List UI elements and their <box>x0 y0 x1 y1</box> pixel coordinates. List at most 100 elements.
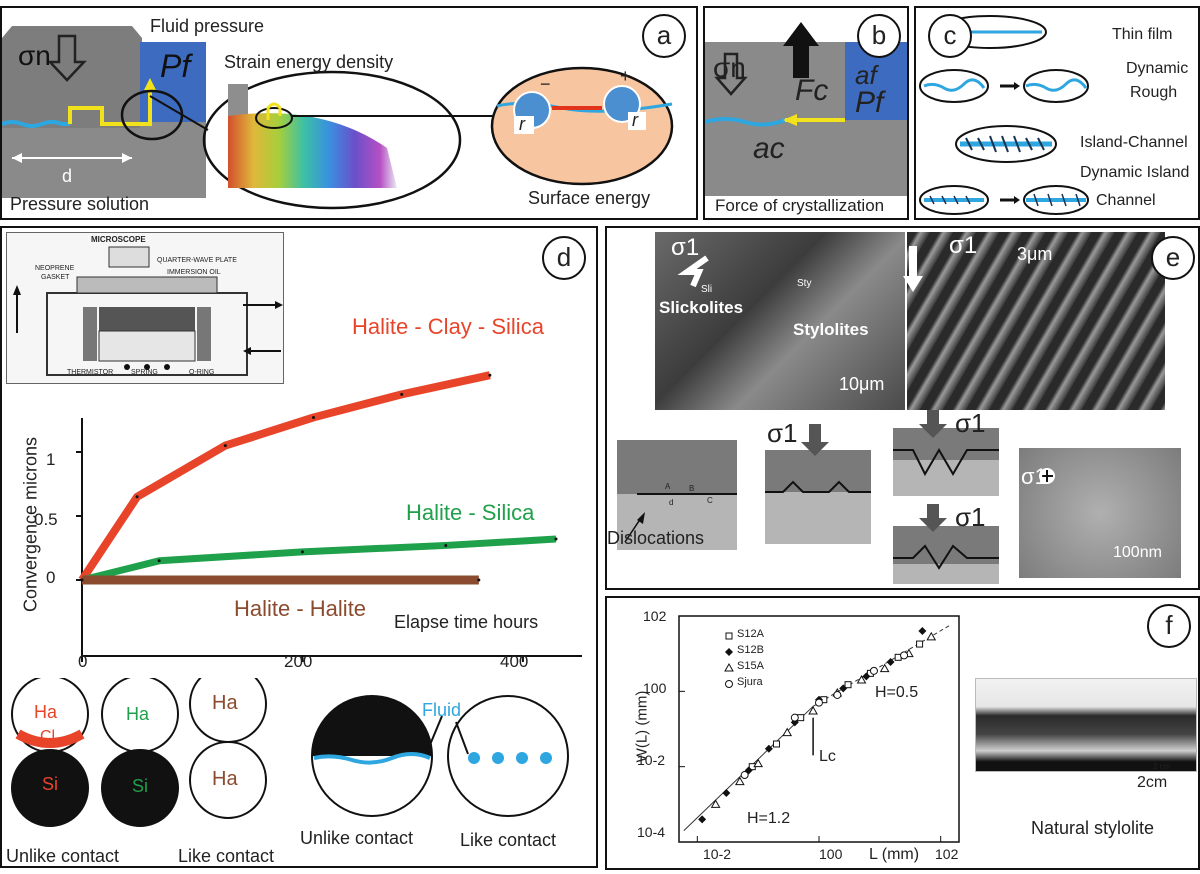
plot-frame <box>678 615 960 843</box>
f-x-tick-1: 100 <box>819 846 843 862</box>
legend-s12a: S12A <box>737 628 764 640</box>
dynamic-island-label: Dynamic Island <box>1080 164 1190 181</box>
si-label-1: Si <box>42 774 59 794</box>
scale-3um: 3μm <box>1017 244 1053 264</box>
cl-label: Cl <box>40 728 56 745</box>
force-crystallization-label: Force of crystallization <box>715 196 885 215</box>
panel-f: W(L) (mm) L (mm) 10-2 100 102 102 100 10… <box>605 596 1200 870</box>
data-point <box>444 543 448 547</box>
series-line-0 <box>78 371 491 583</box>
point-s15a <box>753 758 764 768</box>
data-point <box>157 559 161 563</box>
data-point <box>223 444 227 448</box>
scale-2cm-label: 2cm <box>1137 774 1168 791</box>
microscope-label: MICROSCOPE <box>91 235 146 244</box>
data-point <box>80 578 84 582</box>
lc-label: Lc <box>819 748 836 765</box>
point-s15a <box>710 799 721 808</box>
point-s12b <box>722 788 731 797</box>
ha-label-2: Ha <box>126 704 150 724</box>
f-y-tick-2: 10-2 <box>637 752 666 768</box>
legend-sjura: Sjura <box>737 676 763 688</box>
ha-label-1: Ha <box>34 702 58 722</box>
panel-c: Thin film Dynamic Rough Island-Channel D… <box>914 6 1200 220</box>
panel-a-letter: a <box>642 14 686 58</box>
x-axis-label: Elapse time hours <box>394 612 539 632</box>
letter-a-label: A <box>665 482 671 491</box>
pf-label: Pf <box>160 48 191 84</box>
stylolite-photo <box>975 678 1197 772</box>
thermistor-label: THERMISTOR <box>67 369 114 376</box>
sigma1-label-sem1: σ1 <box>671 234 700 261</box>
sigma1-label-step1: σ1 <box>767 418 798 448</box>
point-sjura <box>740 771 749 780</box>
data-point <box>300 550 304 554</box>
data-point <box>135 495 139 499</box>
point-s12a <box>844 681 852 689</box>
f-x-tick-2: 102 <box>935 846 959 862</box>
f-x-axis-label: L (mm) <box>869 846 920 863</box>
stylolites-label: Stylolites <box>793 320 869 339</box>
h05-label: H=0.5 <box>875 684 919 701</box>
sli-label: Sli <box>701 284 713 295</box>
gasket-label: GASKET <box>41 274 70 281</box>
point-s12b <box>839 684 848 693</box>
x-tick-400: 400 <box>500 652 529 671</box>
convergence-chart <box>76 371 582 662</box>
point-s12b <box>698 815 707 824</box>
natural-stylolite-label: Natural stylolite <box>1031 818 1155 838</box>
crystallization-force-arrow <box>783 22 819 78</box>
minus-label: − <box>540 74 551 94</box>
apparatus-schematic: MICROSCOPE QUARTER-WAVE PLATE IMMERSION … <box>6 232 284 384</box>
panel-d-letter: d <box>542 236 586 280</box>
scale-100nm: 100nm <box>1113 544 1162 561</box>
point-s12b <box>918 626 927 635</box>
panel-c-letter: c <box>928 14 972 58</box>
panel-e-letter: e <box>1151 236 1195 280</box>
unlike-contact-right: Unlike contact <box>300 828 414 848</box>
grain-block-bottom <box>2 128 140 198</box>
quarter-wave-label: QUARTER-WAVE PLATE <box>157 257 237 264</box>
ha-label-3: Ha <box>212 692 238 714</box>
point-s12a <box>725 632 733 640</box>
pf-label: Pf <box>855 86 884 119</box>
slickolites-label: Slickolites <box>659 298 744 317</box>
data-point <box>311 415 315 419</box>
dynamic-label: Dynamic <box>1126 60 1189 77</box>
y-tick-0: 0 <box>46 568 56 587</box>
r-label-right: r <box>632 110 638 130</box>
series-label-halite-silica: Halite - Silica <box>406 500 535 525</box>
strain-energy-field <box>228 113 397 188</box>
data-point <box>400 392 404 396</box>
island-channel-label: Island-Channel <box>1080 134 1188 151</box>
x-tick-200: 200 <box>284 652 313 671</box>
grain-block-top <box>2 26 142 128</box>
like-contact-left: Like contact <box>178 846 275 866</box>
ha-label-4: Ha <box>212 768 238 790</box>
x-tick-0: 0 <box>78 652 88 671</box>
point-s15a <box>782 727 793 737</box>
dislocations-label: Dislocations <box>607 528 705 548</box>
strain-energy-label: Strain energy density <box>224 52 394 72</box>
legend-s12b: S12B <box>737 644 764 656</box>
f-y-tick-0: 102 <box>643 608 667 624</box>
sigma1-label-sem3: σ1 <box>1021 464 1047 489</box>
f-y-tick-3: 10-4 <box>637 824 666 840</box>
o-ring-label: O-RING <box>189 369 215 376</box>
fluid-pressure-label: Fluid pressure <box>150 16 265 36</box>
neoprene-label: NEOPRENE <box>35 265 75 272</box>
zoom-ellipse-strain <box>202 70 462 210</box>
normal-stress-label: Normal stress <box>4 8 109 27</box>
pressure-solution-label: Pressure solution <box>10 194 150 214</box>
d-label: d <box>62 166 73 186</box>
point-s15a <box>724 662 734 672</box>
point-sjura <box>790 713 799 722</box>
legend-s15a: S15A <box>737 660 764 672</box>
point-s12b <box>744 766 753 775</box>
panel-d: MICROSCOPE QUARTER-WAVE PLATE IMMERSION … <box>0 226 598 868</box>
thin-film-label: Thin film <box>1112 26 1173 43</box>
ac-label: ac <box>753 132 785 165</box>
series-label-halite-clay-silica: Halite - Clay - Silica <box>352 314 544 339</box>
like-contact-right: Like contact <box>460 830 557 850</box>
point-s15a <box>808 706 818 715</box>
